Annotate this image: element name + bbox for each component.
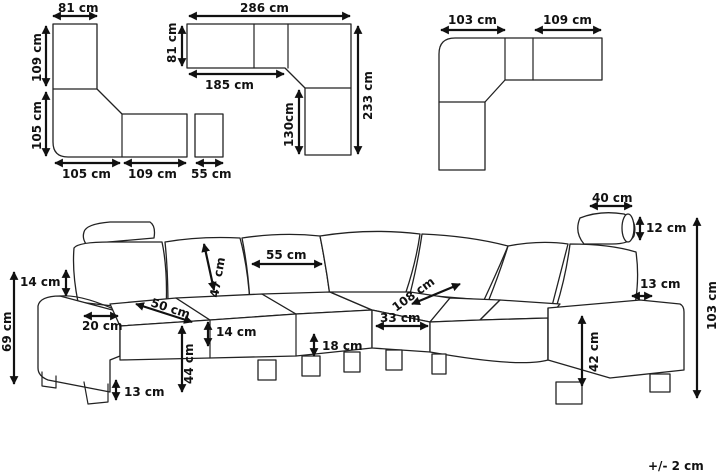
plan-left: 81 cm 109 cm 105 cm 105 cm 109 cm 55 cm <box>30 1 232 181</box>
base-height-label: 18 cm <box>322 339 363 353</box>
back-cushion <box>72 241 168 313</box>
arm-top-label: 14 cm <box>20 275 61 289</box>
ottoman-plan <box>194 113 224 158</box>
dim-arrow <box>135 302 193 324</box>
right-arm <box>547 299 685 379</box>
plan-left-outline <box>52 23 188 158</box>
left-headrest <box>82 221 156 245</box>
tolerance-note: +/- 2 cm <box>648 459 704 473</box>
plan-middle-depth-label: 81 cm <box>165 23 179 64</box>
leg <box>257 359 277 381</box>
right-headrest-end <box>621 213 635 243</box>
sofa-legs <box>41 349 671 405</box>
plan-right: 103 cm 109 cm <box>438 13 603 171</box>
right-headrest <box>577 212 636 245</box>
plan-middle-inner-width-label: 185 cm <box>205 78 254 92</box>
leg <box>649 373 671 393</box>
leg <box>385 349 403 371</box>
plan-right-section-width-label: 109 cm <box>543 13 592 27</box>
total-height-label: 103 cm <box>705 281 719 330</box>
plan-middle-outline <box>186 23 352 156</box>
seat-thickness-label: 14 cm <box>216 325 257 339</box>
plan-middle: 286 cm 81 cm 185 cm 233 cm 130cm <box>165 1 375 156</box>
left-arm <box>37 295 121 393</box>
plan-left-corner-width-label: 105 cm <box>62 167 111 181</box>
sofa-perspective: 40 cm 12 cm 103 cm 69 cm 14 cm 20 cm 50 … <box>0 191 719 405</box>
leg <box>301 355 321 377</box>
leg-height-label: 13 cm <box>124 385 165 399</box>
dim-arrow <box>201 243 217 291</box>
corner-section-label: 33 cm <box>380 311 421 325</box>
plan-left-seat-depth-label: 109 cm <box>30 33 44 82</box>
leg <box>343 351 361 373</box>
headrest-width-label: 40 cm <box>592 191 633 205</box>
leg <box>83 381 109 405</box>
leg <box>431 353 447 375</box>
leg <box>41 371 57 389</box>
leg <box>555 381 583 405</box>
side-height-label: 42 cm <box>587 332 601 373</box>
plan-left-depth-label: 81 cm <box>58 1 99 15</box>
right-arm-label: 13 cm <box>640 277 681 291</box>
dim-arrow <box>411 282 461 306</box>
arm-height-label: 69 cm <box>0 312 14 353</box>
plan-left-section-width-label: 109 cm <box>128 167 177 181</box>
cushion-width-label: 55 cm <box>266 248 307 262</box>
sofa-base <box>429 317 549 364</box>
plan-left-corner-depth-label: 105 cm <box>30 101 44 150</box>
backrest-height-label: 47 cm <box>207 256 228 298</box>
plan-middle-total-depth-label: 233 cm <box>361 71 375 120</box>
plan-middle-inner-depth-label: 130cm <box>282 102 296 147</box>
back-cushion <box>319 230 421 297</box>
arm-width-label: 20 cm <box>82 319 123 333</box>
plan-right-corner-width-label: 103 cm <box>448 13 497 27</box>
plan-right-outline <box>438 37 603 171</box>
seat-height-label: 44 cm <box>182 344 196 385</box>
plan-middle-total-width-label: 286 cm <box>240 1 289 15</box>
ottoman-width-label: 55 cm <box>191 167 232 181</box>
headrest-height-label: 12 cm <box>646 221 687 235</box>
back-cushion <box>555 243 639 311</box>
